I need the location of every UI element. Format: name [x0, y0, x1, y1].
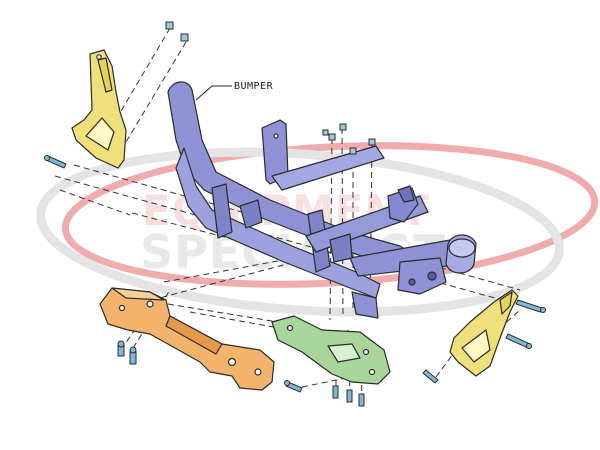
gusset-pin-left [44, 155, 67, 169]
right-gusset-bracket [449, 289, 519, 377]
plate-bolts [284, 380, 365, 407]
bumper-callout: BUMPER [195, 81, 274, 101]
center-mount-plate [271, 315, 391, 385]
left-gusset-bracket [71, 49, 127, 169]
watermark-swoosh-gray [36, 147, 564, 317]
lower-crossbar-bracket [99, 287, 275, 391]
center-bolt-group [322, 123, 376, 155]
bumper-frame [167, 81, 477, 319]
gusset-bolt-top-left [165, 21, 189, 42]
bumper-callout-label: BUMPER [234, 81, 274, 92]
right-gusset-pins [422, 299, 546, 384]
watermark-swoosh-red [61, 142, 599, 288]
crossbar-bolts [117, 340, 137, 365]
